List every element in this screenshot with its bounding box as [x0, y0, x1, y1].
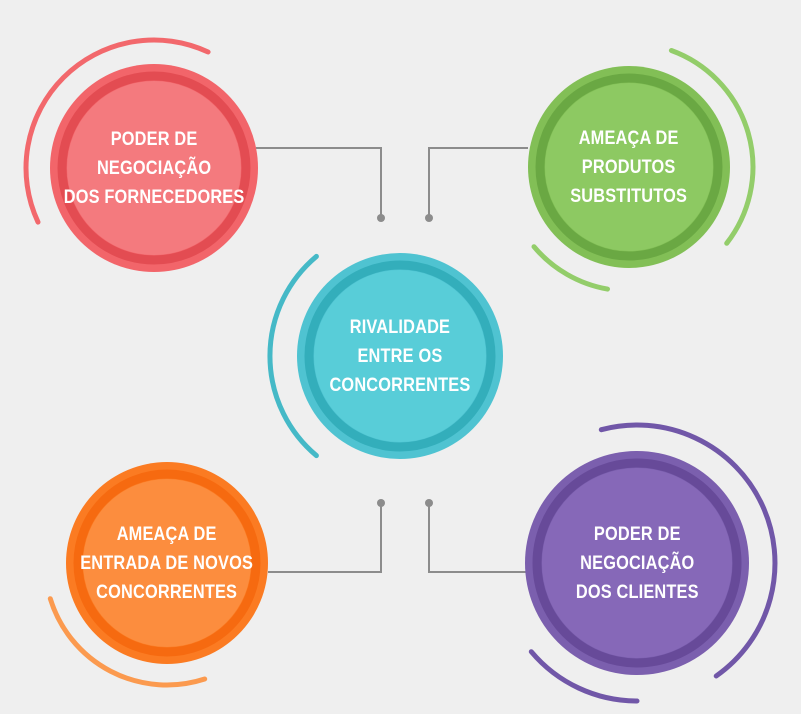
- new-entrants-line-1: AMEAÇA DE: [117, 523, 217, 545]
- connector-substitutes: [428, 147, 528, 216]
- suppliers-inner-fill: [67, 81, 241, 255]
- clients-line-3: DOS CLIENTES: [575, 581, 699, 603]
- connector-substitutes-dot: [425, 214, 433, 222]
- center-inner-ring: [304, 260, 496, 452]
- center-label: RIVALIDADE ENTRE OS CONCORRENTES: [308, 306, 492, 406]
- suppliers-line-1: PODER DE: [110, 128, 198, 150]
- suppliers-label: PODER DE NEGOCIAÇÃO DOS FORNECEDORES: [61, 118, 247, 218]
- new-entrants-inner-fill: [83, 479, 251, 647]
- suppliers-line-3: DOS FORNECEDORES: [63, 186, 245, 208]
- substitutes-line-2: PRODUTOS: [582, 156, 676, 178]
- substitutes-outer-arc-2: [531, 244, 610, 292]
- new-entrants-outer-arc-1: [47, 596, 208, 688]
- suppliers-outer-arc-1: [23, 37, 211, 225]
- suppliers-line-2: NEGOCIAÇÃO: [96, 157, 212, 179]
- clients-outer-arc-2: [528, 649, 640, 704]
- circles: [23, 37, 778, 704]
- new-entrants-label: AMEAÇA DE ENTRADA DE NOVOS CONCORRENTES: [77, 513, 257, 613]
- substitutes-label: AMEAÇA DE PRODUTOS SUBSTITUTOS: [539, 117, 719, 217]
- clients-label: PODER DE NEGOCIAÇÃO DOS CLIENTES: [536, 513, 738, 613]
- connector-new-entrants-dot: [377, 499, 385, 507]
- center-line-2: ENTRE OS: [357, 345, 443, 367]
- connector-suppliers-dot: [377, 214, 385, 222]
- substitutes-outer-arc-1: [668, 48, 756, 246]
- clients-outer-arc-1: [598, 422, 778, 679]
- substitutes-inner-ring: [535, 73, 723, 261]
- suppliers-inner-ring: [57, 71, 251, 265]
- new-entrants-line-2: ENTRADA DE NOVOS: [80, 552, 254, 574]
- new-entrants-inner-ring: [73, 469, 261, 657]
- connector-clients-dot: [425, 499, 433, 507]
- center-inner-fill: [314, 270, 486, 442]
- clients-inner-fill: [542, 468, 732, 658]
- center-outer-arc-1: [267, 253, 319, 459]
- clients-line-1: PODER DE: [593, 523, 681, 545]
- substitutes-inner-fill: [545, 83, 713, 251]
- connector-clients: [428, 505, 526, 573]
- connectors: [256, 147, 528, 573]
- connector-suppliers: [256, 147, 382, 216]
- center-line-1: RIVALIDADE: [349, 316, 451, 338]
- connector-new-entrants: [268, 505, 382, 573]
- new-entrants-line-3: CONCORRENTES: [96, 581, 238, 603]
- clients-inner-ring: [532, 458, 742, 668]
- clients-line-2: NEGOCIAÇÃO: [579, 552, 695, 574]
- substitutes-line-1: AMEAÇA DE: [579, 127, 679, 149]
- substitutes-line-3: SUBSTITUTOS: [570, 185, 688, 207]
- center-line-3: CONCORRENTES: [329, 374, 471, 396]
